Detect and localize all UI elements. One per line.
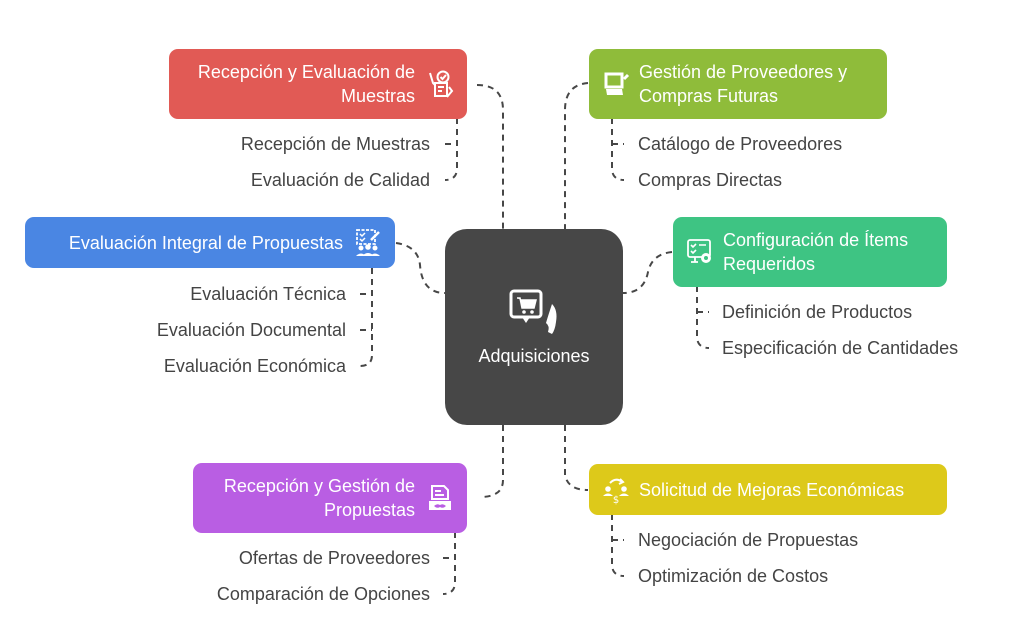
connector-center-to-configuracion-items xyxy=(622,251,673,294)
branch-title-line: Recepción y Evaluación de xyxy=(197,62,415,82)
shopping-chat-icon xyxy=(509,289,557,334)
branch-title-line: Compras Futuras xyxy=(639,86,779,106)
branch-title-line: Propuestas xyxy=(323,500,415,520)
leaf-optimizacion-de-costos: Optimización de Costos xyxy=(638,566,829,586)
branch-recepcion-gestion-propuestas[interactable]: Recepción y Gestión de Propuestas xyxy=(193,463,467,533)
leaf-definicion-de-productos: Definición de Productos xyxy=(722,302,913,322)
leaf-connector-proveedores xyxy=(611,118,625,181)
branch-title-line: Recepción y Gestión de xyxy=(223,476,415,496)
branch-solicitud-mejoras[interactable]: $ Solicitud de Mejoras Económicas xyxy=(589,464,947,515)
branch-gestion-proveedores[interactable]: Gestión de Proveedores y Compras Futuras xyxy=(589,49,887,119)
svg-text:$: $ xyxy=(613,495,619,505)
leaf-connector-propuestas xyxy=(442,532,456,595)
sample-evaluation-icon xyxy=(429,70,454,98)
leaf-connector-integral xyxy=(359,268,373,367)
connector-center-to-recepcion-muestras xyxy=(476,84,504,229)
leaf-ofertas-de-proveedores: Ofertas de Proveedores xyxy=(238,548,430,568)
leaf-recepcion-de-muestras: Recepción de Muestras xyxy=(240,134,430,154)
branch-title: Solicitud de Mejoras Económicas xyxy=(639,479,905,500)
checklist-gear-icon xyxy=(687,239,711,263)
center-node-label: Adquisiciones xyxy=(478,345,590,366)
leaf-connector-configuracion xyxy=(696,286,710,349)
branch-title-line: Configuración de Ítems xyxy=(723,230,909,250)
leaf-catalogo-de-proveedores: Catálogo de Proveedores xyxy=(638,134,843,154)
leaf-evaluacion-economica: Evaluación Económica xyxy=(163,356,346,376)
leaf-comparacion-de-opciones: Comparación de Opciones xyxy=(216,584,430,604)
branch-configuracion-items[interactable]: Configuración de Ítems Requeridos xyxy=(673,217,947,287)
center-node-adquisiciones[interactable]: Adquisiciones xyxy=(445,229,623,425)
leaf-evaluacion-de-calidad: Evaluación de Calidad xyxy=(250,170,430,190)
branch-evaluacion-integral[interactable]: Evaluación Integral de Propuestas xyxy=(25,217,395,268)
connector-center-to-evaluacion-integral xyxy=(395,242,446,294)
leaf-connector-muestras xyxy=(444,118,458,181)
branch-title: Evaluación Integral de Propuestas xyxy=(68,232,343,253)
team-checklist-icon xyxy=(356,228,380,256)
leaf-evaluacion-tecnica: Evaluación Técnica xyxy=(190,284,346,304)
connector-center-to-recepcion-propuestas xyxy=(479,425,504,498)
leaf-compras-directas: Compras Directas xyxy=(638,170,783,190)
branch-title-line: Requeridos xyxy=(723,254,816,274)
branch-title-line: Gestión de Proveedores y xyxy=(639,62,848,82)
connector-center-to-solicitud-mejoras xyxy=(564,425,589,491)
leaf-connector-mejoras xyxy=(611,514,625,577)
document-handshake-icon xyxy=(429,485,451,510)
leaf-evaluacion-documental: Evaluación Documental xyxy=(156,320,346,340)
branch-title-line: Muestras xyxy=(340,86,415,106)
supplier-terminal-icon xyxy=(604,72,630,95)
branch-recepcion-evaluacion-muestras[interactable]: Recepción y Evaluación de Muestras xyxy=(169,49,467,119)
leaf-especificacion-de-cantidades: Especificación de Cantidades xyxy=(722,338,959,358)
leaf-negociacion-de-propuestas: Negociación de Propuestas xyxy=(638,530,859,550)
negotiation-money-icon: $ xyxy=(603,477,629,505)
connector-center-to-gestion-proveedores xyxy=(564,82,589,229)
